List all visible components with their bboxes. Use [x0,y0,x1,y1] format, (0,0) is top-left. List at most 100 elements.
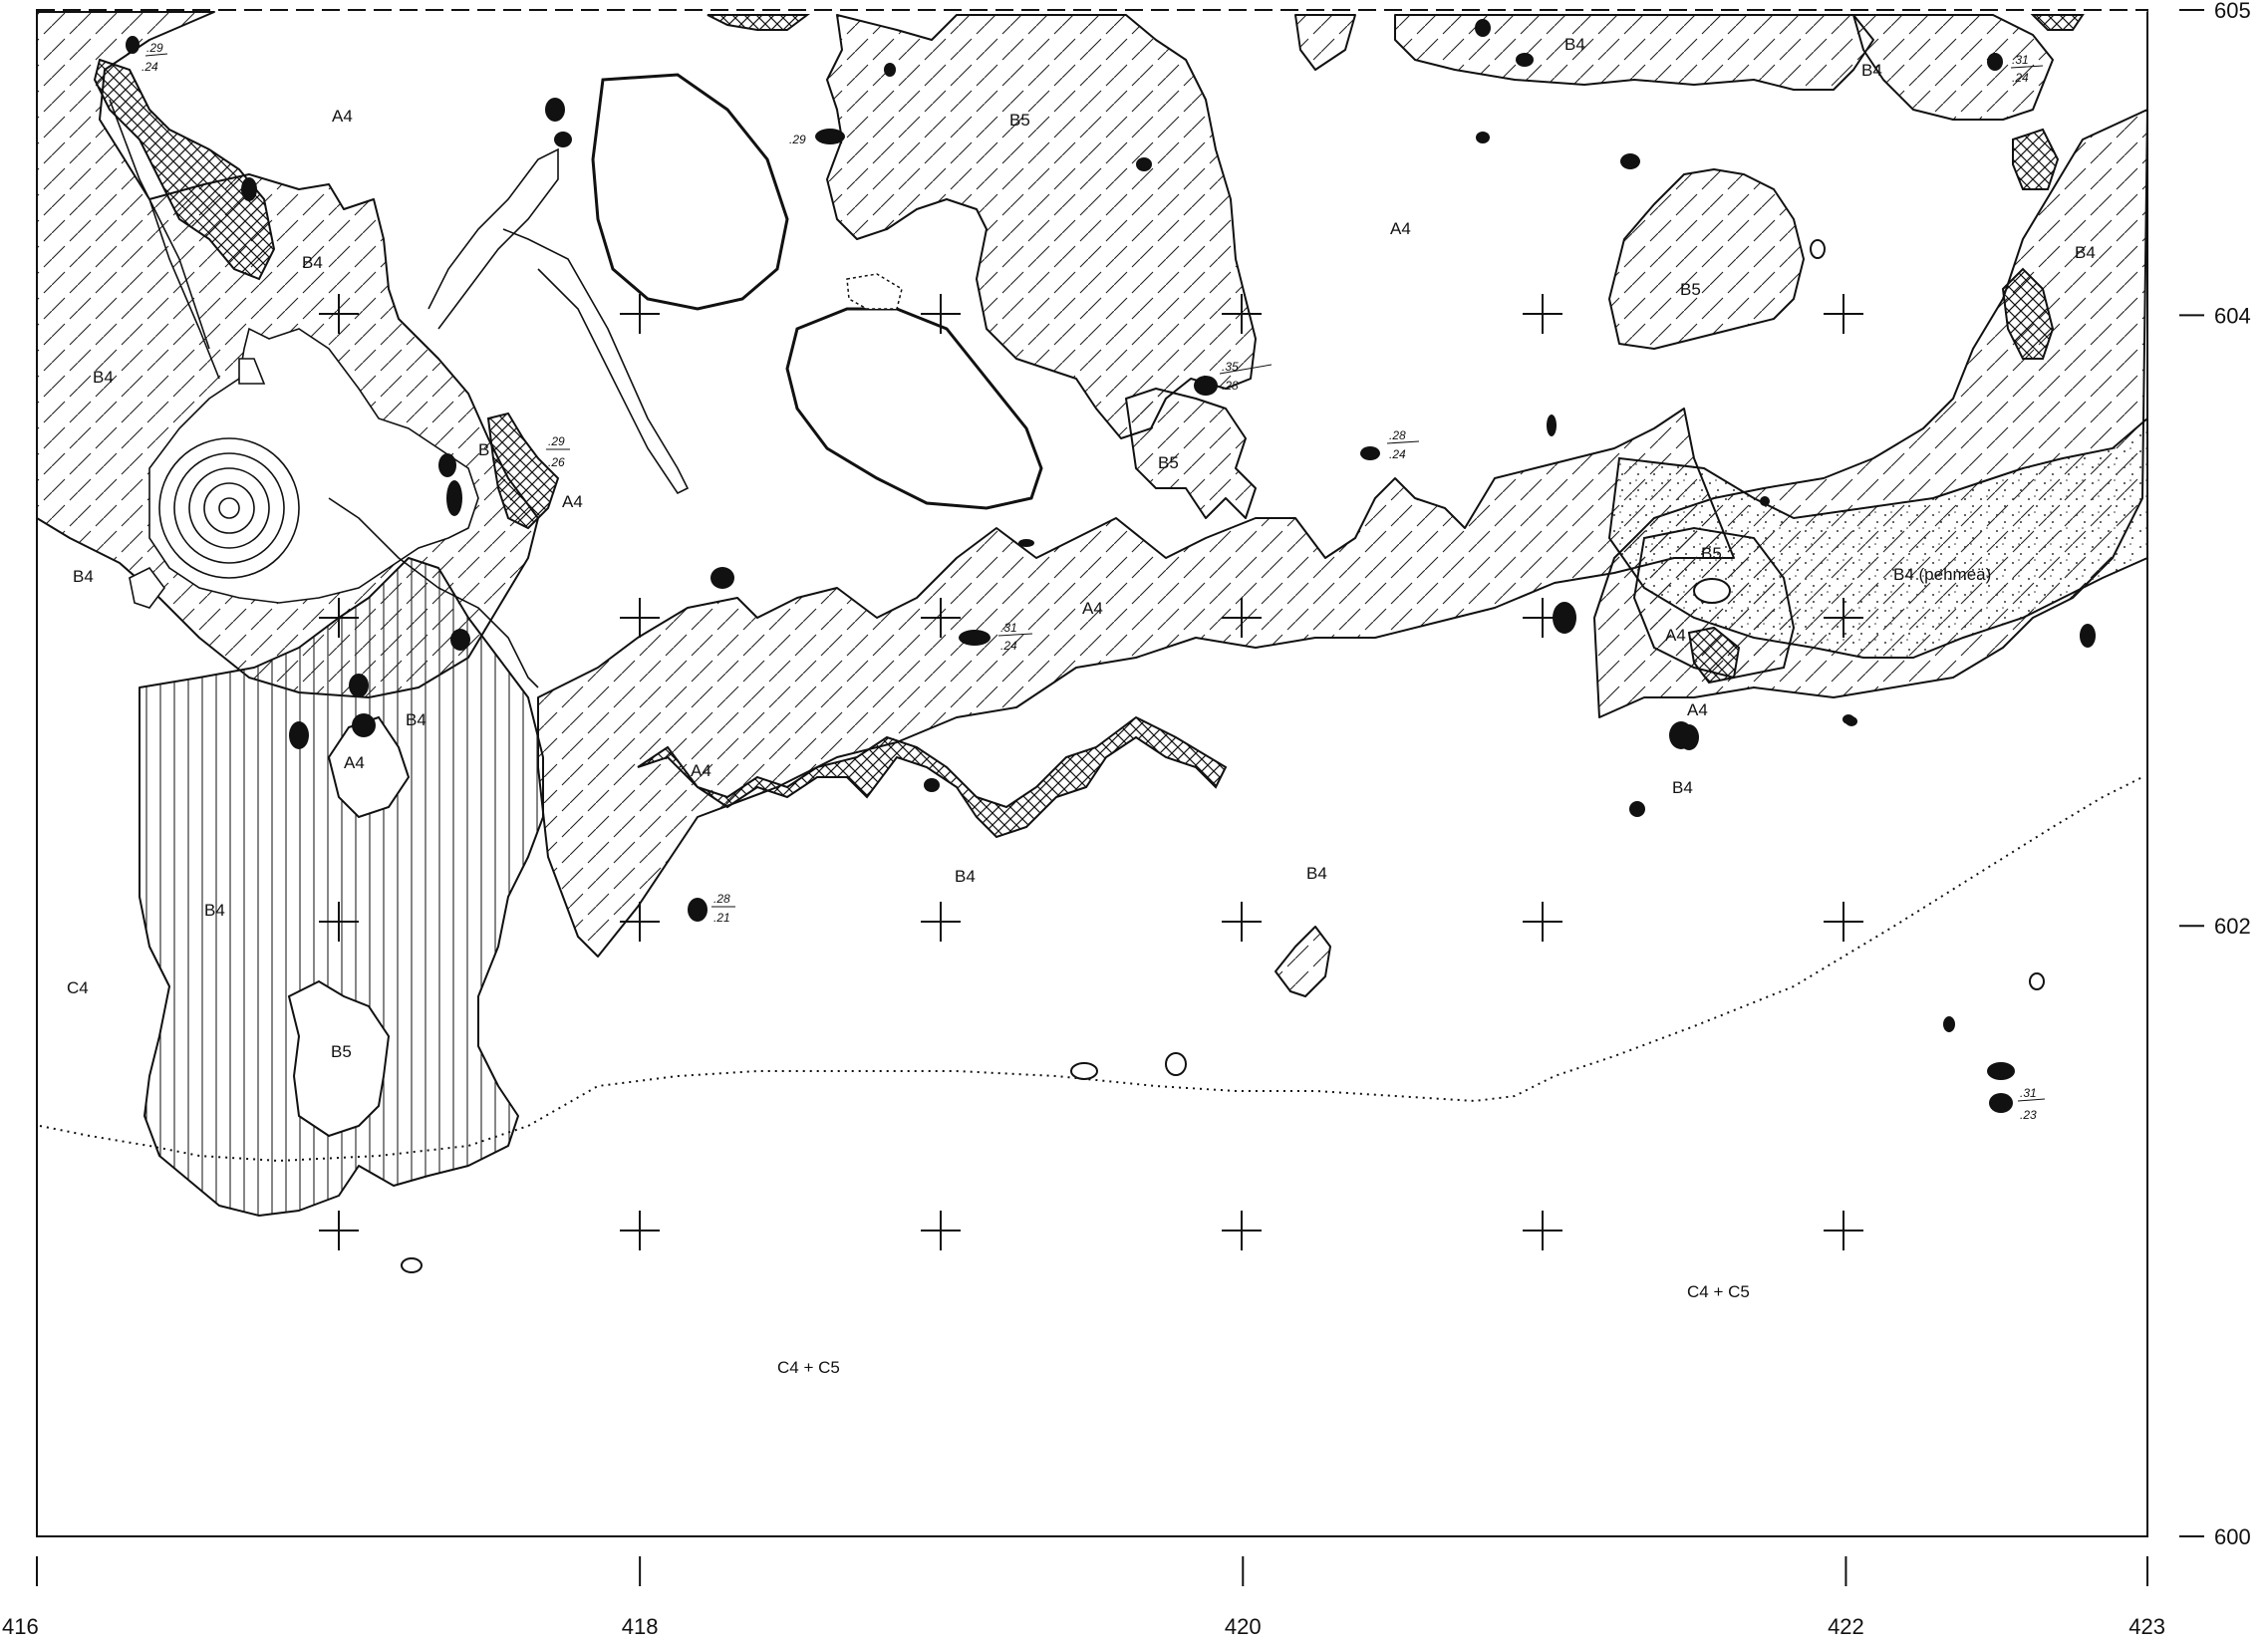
root-stub-left [129,566,165,609]
label-a4-ridge: A4 [691,761,711,780]
trunk-ring-3 [188,467,270,549]
label-b4-top-right: B4 [1564,35,1585,54]
m5-rule [1386,440,1420,444]
measurement-m3: .31 .24 [2010,53,2044,85]
m4-rule [1219,364,1273,375]
black-stone-10 [1475,19,1491,37]
label-b4-vertical: B4 [406,710,426,729]
y-tick-label: 602 [2214,914,2251,939]
label-a4-upper-middle: A4 [1390,219,1411,238]
black-stone-33 [688,898,708,922]
m7-bottom: .24 [1000,639,1017,653]
black-stone-36 [1987,1062,2015,1080]
zone-b5-lobe [1125,388,1257,519]
stone-outline-5 [1810,239,1826,259]
y-tick-label: 605 [2214,0,2251,23]
large-stone-lower [785,307,1043,510]
grid-cross-r2 [319,598,1863,638]
m1-top: .29 [146,41,163,55]
root-branch-lower [328,497,539,688]
black-stone-27 [1843,714,1854,724]
black-stone-37 [1989,1093,2013,1113]
zone-b5-island [1608,168,1805,350]
black-stone-17 [446,480,462,516]
zone-b4-small-island [1275,926,1331,997]
stone-outline-3 [1165,1052,1187,1076]
label-a4-lower-left: A4 [344,753,365,772]
root-spread [148,327,479,604]
black-stone-16 [438,453,456,477]
trunk-top [238,358,266,385]
label-b5-right: B5 [1680,280,1701,299]
label-b4-left-lower: B4 [73,567,94,586]
zone-b4-ridge [537,408,1735,958]
small-stone-dotted [846,273,903,310]
m1-rule [144,53,168,57]
survey-grid-crosses [319,294,1863,1250]
black-stone-18 [710,567,734,589]
large-stone-upper [591,73,789,311]
measurement-m4: .35 .28 [1219,360,1273,393]
label-b4-far-right: B4 [2075,243,2096,262]
measurement-m2: .29 [789,133,806,146]
grid-cross-r3 [319,902,1863,942]
m7-top: .31 [1000,621,1017,635]
grid-cross-r4 [319,1211,1863,1250]
black-stone-30 [352,713,376,737]
m6-bottom: .26 [548,455,565,469]
black-stone-3 [554,132,572,147]
m5-bottom: .24 [1389,447,1406,461]
small-outlined-stones [401,239,2045,1273]
trunk-ring-5 [218,497,240,519]
label-a4-root-left: A4 [562,492,583,511]
zone-b4-top-right1 [1394,14,1874,91]
black-stone-25 [1760,496,1770,506]
black-stone-7 [1136,157,1152,171]
trunk-ring-1 [158,437,300,579]
trunk-ring-2 [173,452,285,564]
zone-b5-top [826,14,1257,439]
label-b4-root: B4 [302,253,323,272]
patch-a4-right-small [1687,626,1741,685]
label-b5-bottom-left: B5 [331,1042,352,1061]
m8-top: .28 [713,892,730,906]
x-tick-label: 420 [1225,1614,1262,1639]
label-a4-right-small: A4 [1665,626,1686,645]
black-stone-21 [1553,602,1576,634]
label-b4-top-right2: B4 [1861,61,1882,80]
zone-b5-bottom-left [287,979,391,1138]
m3-bottom: .24 [2012,71,2029,85]
zone-b4-top-right2 [1852,14,2054,121]
x-tick-label: 418 [622,1614,659,1639]
y-tick-label: 604 [2214,303,2251,328]
m9-top: .31 [2020,1086,2037,1100]
black-stone-31 [289,721,309,749]
root-branch-left [148,198,220,380]
black-stone-28 [450,629,470,651]
label-b4-left: B4 [93,368,114,387]
m1-bottom: .24 [142,60,158,74]
stone-outline-1 [401,1257,423,1273]
measurement-m7: .31 .24 [997,621,1033,653]
patch-a4-far-right [2001,267,2055,360]
label-c4c5-right: C4 + C5 [1687,1282,1750,1301]
black-stone-15 [1547,414,1557,436]
trunk-ring-4 [203,482,255,534]
black-stone-22 [2080,624,2096,648]
stone-outline-6 [1693,578,1731,604]
label-b-small: B [478,440,489,459]
zone-labels: A4 A4 A4 A4 A4 A4 A4 A4 B B4 B4 B4 B4 B4… [67,35,2096,1377]
patch-a4-top-left [93,58,276,281]
measurement-annotations: .29 .24 .29 .31 .24 .35 .28 .28 .24 .29 … [142,41,2046,1122]
black-stone-1 [126,36,140,54]
black-stones [126,19,2096,1113]
black-stone-12 [1987,53,2003,71]
label-c4c5-center: C4 + C5 [777,1358,840,1377]
x-tick-label: 416 [2,1614,39,1639]
label-b4-vertical-lower: B4 [204,901,225,920]
m4-bottom: .28 [1222,379,1239,393]
dotted-boundary-line [39,776,2143,1163]
